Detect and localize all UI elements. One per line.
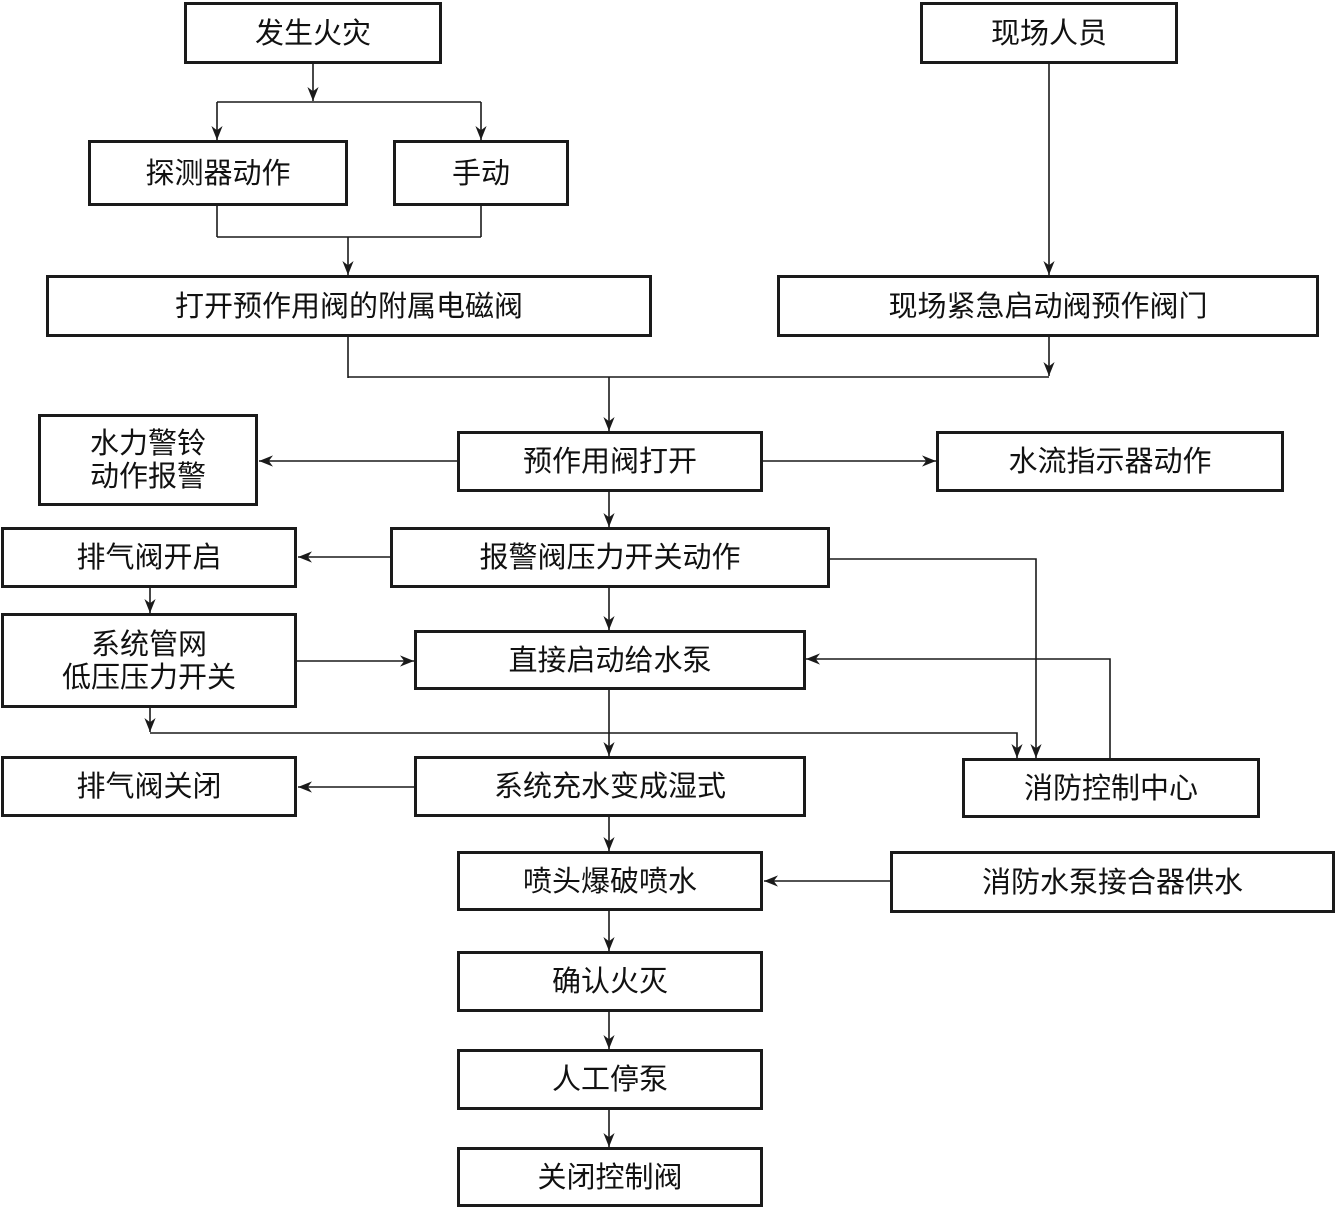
node-alarm-switch-label: 报警阀压力开关动作: [479, 540, 741, 574]
node-confirm-out: 确认火灭: [457, 951, 763, 1012]
node-onsite-staff: 现场人员: [920, 2, 1178, 64]
node-vent-open-label: 排气阀开启: [76, 540, 222, 574]
node-flow-indicator-label: 水流指示器动作: [1008, 444, 1212, 478]
node-water-bell-text: 水力警铃 动作报警: [90, 427, 206, 493]
node-water-bell-line1: 水力警铃: [89, 426, 206, 460]
node-sprinkler: 喷头爆破喷水: [457, 851, 763, 911]
node-vent-open: 排气阀开启: [1, 527, 297, 588]
node-confirm-out-label: 确认火灭: [551, 964, 668, 998]
node-detector: 探测器动作: [88, 140, 348, 206]
node-connector-supply-label: 消防水泵接合器供水: [981, 864, 1243, 899]
node-stop-pump: 人工停泵: [457, 1049, 763, 1110]
edge-alarm-to-center: [829, 558, 1042, 758]
node-pipe-pressure-switch-text: 系统管网 低压压力开关: [61, 626, 236, 694]
node-onsite-emergency-label: 现场紧急启动阀预作阀门: [888, 288, 1208, 323]
node-sprinkler-label: 喷头爆破喷水: [522, 863, 697, 898]
node-valve-open: 预作用阀打开: [457, 431, 763, 492]
node-open-solenoid: 打开预作用阀的附属电磁阀: [46, 275, 652, 337]
node-start-pump-label: 直接启动给水泵: [508, 642, 712, 677]
node-vent-close-label: 排气阀关闭: [76, 769, 222, 803]
node-manual-label: 手动: [451, 155, 510, 190]
node-detector-label: 探测器动作: [145, 155, 291, 190]
node-valve-open-label: 预作用阀打开: [522, 444, 697, 478]
node-fill-wet-label: 系统充水变成湿式: [493, 769, 726, 803]
node-water-bell: 水力警铃 动作报警: [38, 414, 258, 506]
node-pipe-line1: 系统管网: [90, 626, 207, 661]
node-stop-pump-label: 人工停泵: [551, 1062, 668, 1096]
node-open-solenoid-label: 打开预作用阀的附属电磁阀: [174, 288, 523, 323]
node-start-pump: 直接启动给水泵: [414, 630, 806, 690]
node-fill-wet: 系统充水变成湿式: [414, 756, 806, 817]
node-pipe-line2: 低压压力开关: [61, 659, 236, 694]
node-control-center-label: 消防控制中心: [1023, 770, 1198, 805]
node-water-bell-line2: 动作报警: [89, 459, 206, 493]
edge-center-to-pump: [806, 653, 1111, 758]
node-fire: 发生火灾: [184, 2, 442, 64]
node-onsite-staff-label: 现场人员: [990, 15, 1107, 50]
node-connector-supply: 消防水泵接合器供水: [890, 851, 1335, 913]
node-flow-indicator: 水流指示器动作: [936, 431, 1284, 492]
node-manual: 手动: [393, 140, 569, 206]
node-control-center: 消防控制中心: [962, 758, 1260, 818]
node-close-valve-label: 关闭控制阀: [537, 1159, 683, 1194]
edge-pipe-to-center: [150, 732, 1023, 758]
node-vent-close: 排气阀关闭: [1, 756, 297, 817]
node-pipe-pressure-switch: 系统管网 低压压力开关: [1, 613, 297, 708]
node-fire-label: 发生火灾: [254, 15, 371, 50]
node-close-valve: 关闭控制阀: [457, 1147, 763, 1207]
node-alarm-switch: 报警阀压力开关动作: [390, 527, 830, 588]
node-onsite-emergency: 现场紧急启动阀预作阀门: [777, 275, 1319, 337]
